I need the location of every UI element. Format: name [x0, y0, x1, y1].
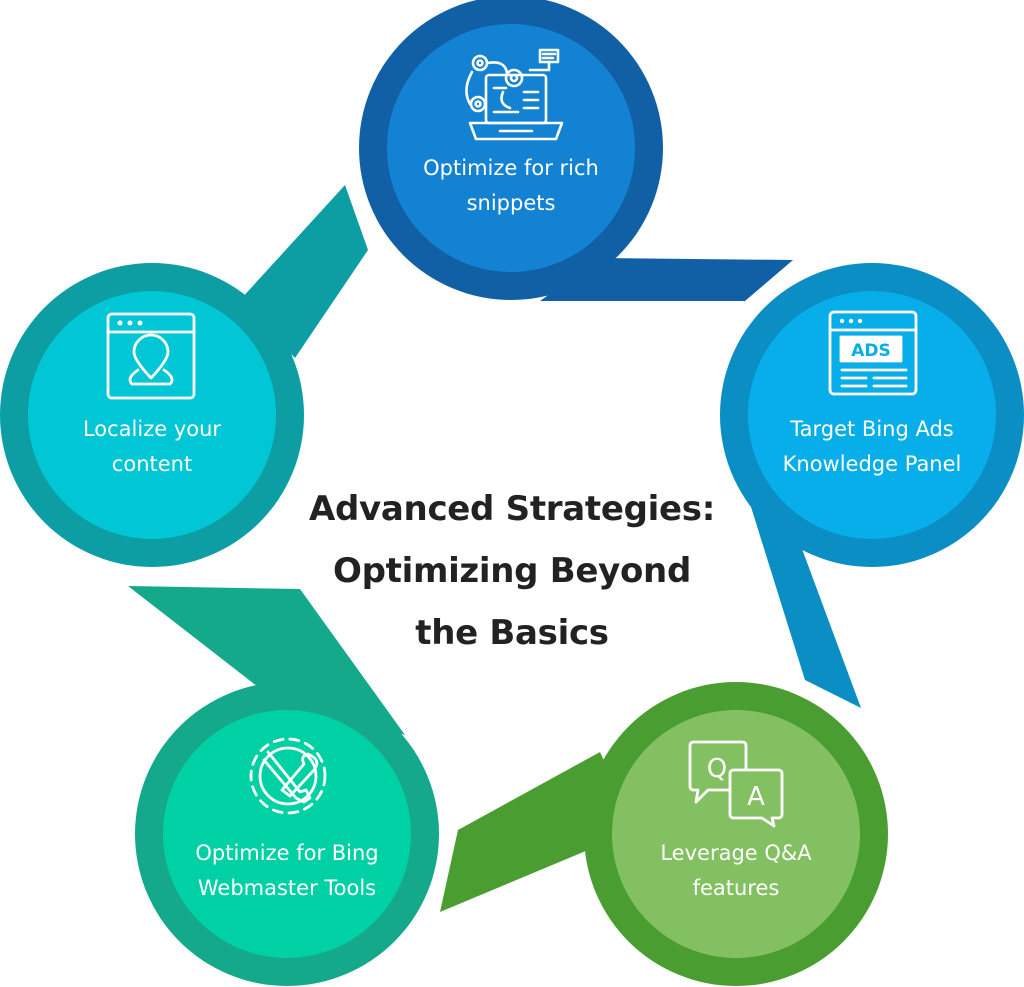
qa-icon-a: A — [747, 782, 765, 812]
bing-ads-label: Target Bing Ads Knowledge Panel — [782, 417, 962, 476]
tail-localize — [240, 185, 368, 358]
location-browser-icon — [106, 312, 196, 400]
laptop-gears-icon — [465, 48, 564, 141]
qa-inner-circle — [612, 710, 860, 958]
webmaster-inner-circle — [163, 710, 411, 958]
wrench-gear-icon — [249, 737, 327, 815]
qa-icon-q: Q — [707, 754, 727, 784]
webmaster-label: Optimize for Bing Webmaster Tools — [195, 841, 379, 900]
localize-inner-circle — [28, 291, 276, 539]
qa-bubbles-icon — [688, 740, 784, 828]
diagram-title: Advanced Strategies: Optimizing Beyond t… — [308, 489, 715, 653]
ads-icon-text: ADS — [851, 341, 891, 361]
rich-snippets-label: Optimize for rich snippets — [423, 156, 599, 215]
tail-bing-ads — [742, 478, 861, 708]
rich-snippets-inner-circle — [387, 24, 635, 272]
ads-browser-icon — [828, 310, 918, 396]
bing-ads-inner-circle — [748, 291, 996, 539]
localize-label: Localize your content — [82, 417, 222, 476]
qa-label: Leverage Q&A features — [660, 841, 812, 900]
tail-qa — [440, 752, 636, 912]
